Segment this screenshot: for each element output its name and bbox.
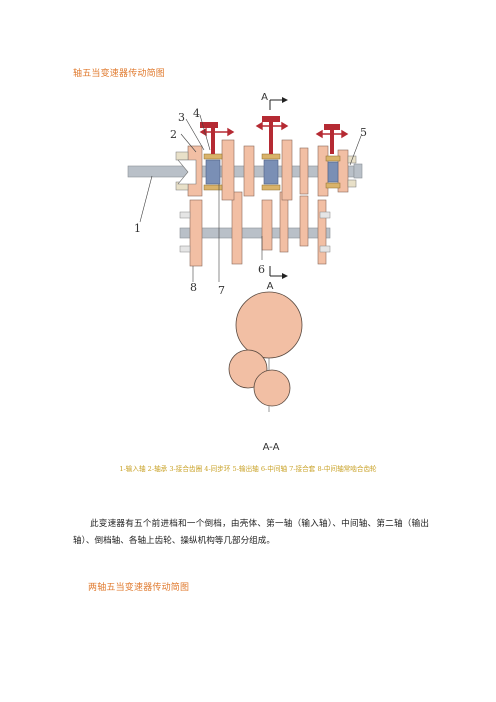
- synchronizer: [205, 159, 339, 185]
- section-mark-top: A: [261, 92, 268, 103]
- section-heading-top: 轴五当变速器传动简图: [73, 69, 166, 79]
- section-mark-bottom: A: [267, 281, 274, 292]
- label-1: 1: [134, 222, 141, 235]
- countershaft-gears: [189, 191, 327, 267]
- label-6: 6: [258, 263, 265, 276]
- label-4: 4: [193, 107, 200, 120]
- shift-fork: [200, 116, 340, 154]
- body-paragraph: 此变速器有五个前进档和一个倒档，由壳体、第一轴（输入轴）、中间轴、第二轴（输出轴…: [73, 519, 429, 546]
- section-title: A-A: [263, 442, 280, 453]
- label-7: 7: [218, 284, 225, 297]
- label-2: 2: [170, 128, 177, 141]
- figure-caption: 1-输入轴 2-轴承 3-接合齿圈 4-同步环 5-输出轴 6-中间轴 7-接合…: [119, 465, 377, 473]
- section-heading-bottom: 两轴五当变速器传动简图: [88, 583, 190, 593]
- label-8: 8: [190, 281, 197, 294]
- label-3: 3: [178, 111, 185, 124]
- section-view-gears: [228, 291, 303, 407]
- transmission-diagram: A 1 2 3 4 5 6 7 8 A A-A: [127, 92, 367, 453]
- label-5: 5: [360, 126, 367, 139]
- countershaft: [179, 227, 331, 239]
